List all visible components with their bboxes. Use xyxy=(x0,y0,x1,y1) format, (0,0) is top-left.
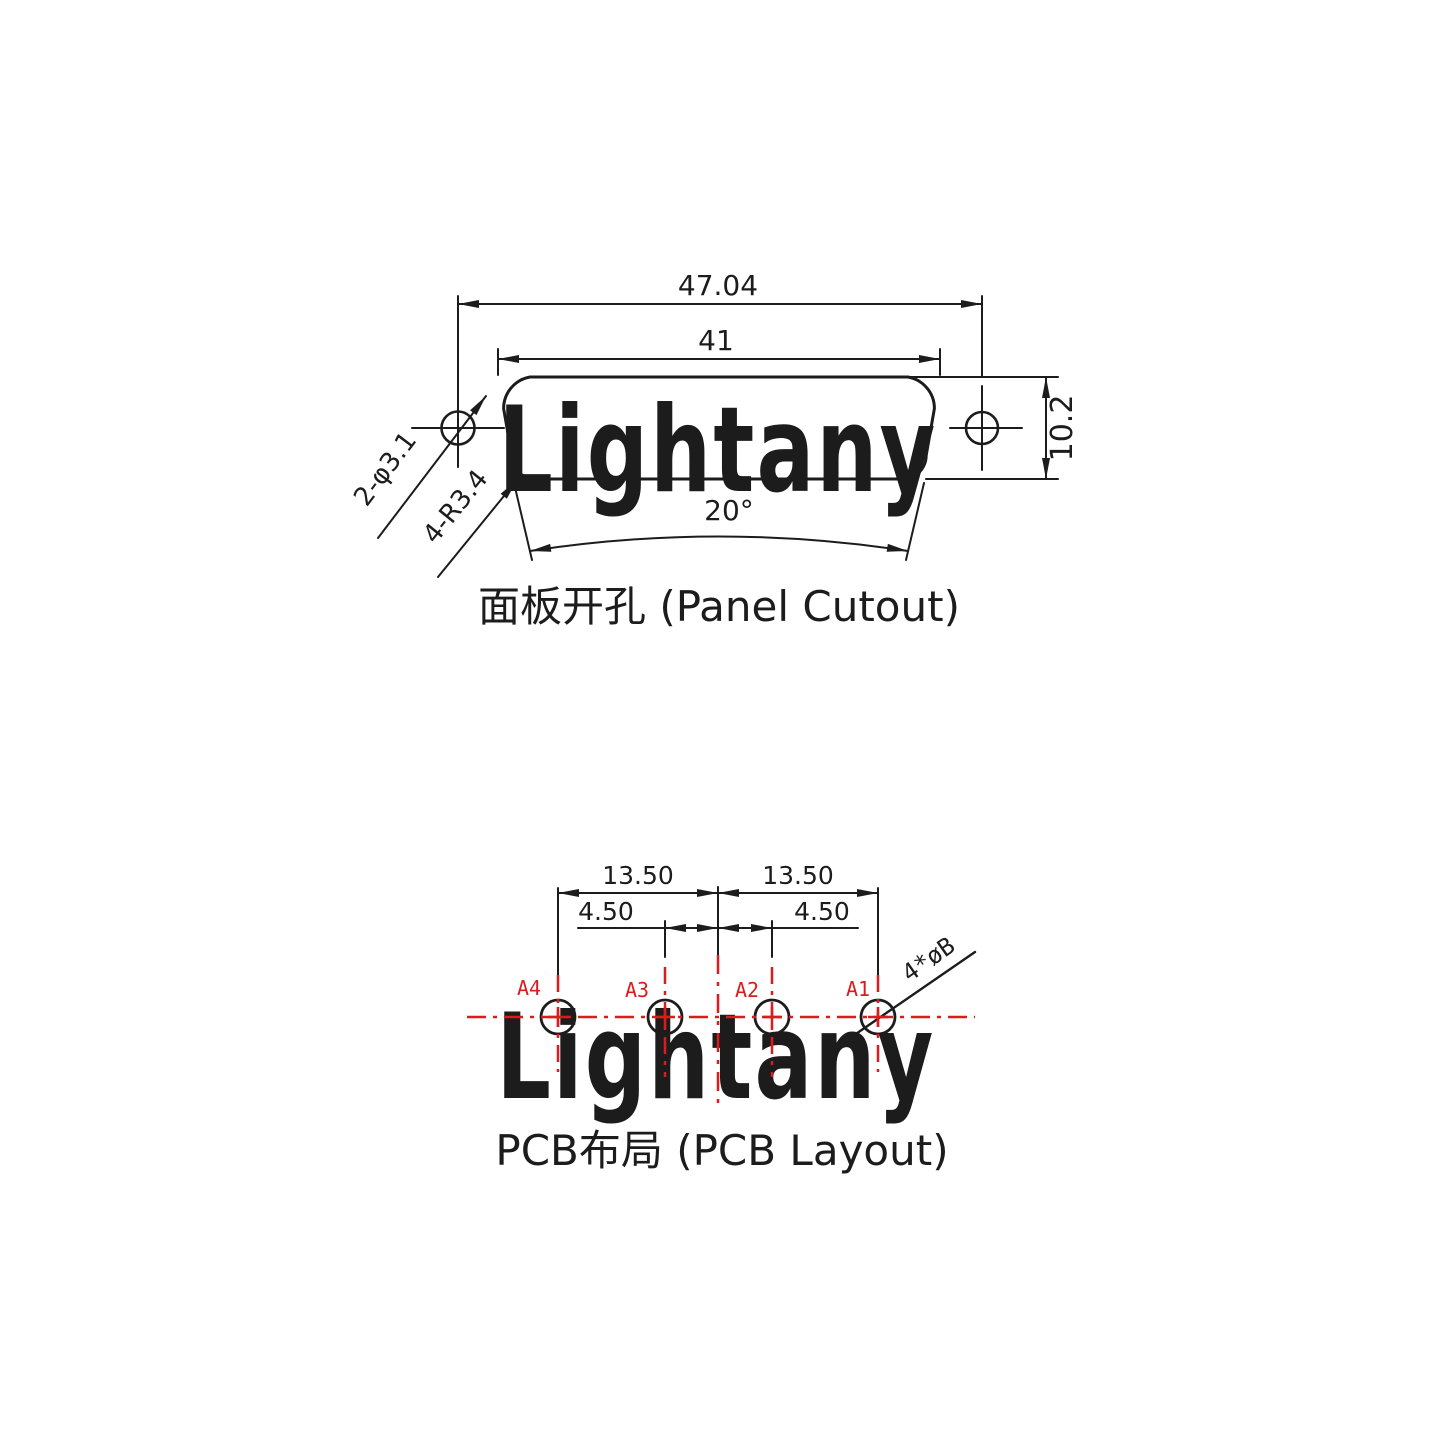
pin-label-a3: A3 xyxy=(625,978,649,1002)
dim-text-angle: 20° xyxy=(704,494,754,527)
pcb-pin-labels: A4 A3 A2 A1 xyxy=(517,976,870,1002)
panel-cutout-view xyxy=(377,295,1059,578)
dim-text-overall-width: 47.04 xyxy=(678,269,758,302)
center-tick-a3 xyxy=(655,1007,675,1027)
dim-text-offset-right: 4.50 xyxy=(794,897,850,926)
label-mount-holes: 2-φ3.1 xyxy=(348,426,423,511)
pin-label-a4: A4 xyxy=(517,976,541,1000)
pcb-layout-caption: PCB布局 (PCB Layout) xyxy=(495,1126,948,1175)
leader-mount-holes xyxy=(377,395,487,539)
leader-hole-diameter xyxy=(848,950,977,1040)
label-corner-radius: 4-R3.4 xyxy=(417,464,494,549)
label-hole-diameter: 4*øB xyxy=(897,931,960,987)
dim-text-cutout-width: 41 xyxy=(698,324,734,357)
center-tick-a1 xyxy=(868,1007,888,1027)
dim-text-pitch-left: 13.50 xyxy=(602,861,674,890)
center-tick-a2 xyxy=(762,1007,782,1027)
dsub-cutout-outline xyxy=(502,375,936,481)
angle-ext-line-right xyxy=(905,482,925,561)
panel-cutout-caption: 面板开孔 (Panel Cutout) xyxy=(478,582,960,631)
angle-arc-20deg xyxy=(529,535,909,552)
watermark-panel: Lightany xyxy=(498,382,937,520)
dim-text-offset-left: 4.50 xyxy=(578,897,634,926)
dim-text-pitch-right: 13.50 xyxy=(762,861,834,890)
pcb-centerlines xyxy=(467,955,975,1107)
watermark-pcb: Lightany xyxy=(496,989,935,1127)
center-tick-a4 xyxy=(548,1007,568,1027)
pin-label-a2: A2 xyxy=(735,978,759,1002)
dim-text-height: 10.2 xyxy=(1045,395,1080,462)
pin-label-a1: A1 xyxy=(846,977,870,1001)
leader-corner-radius xyxy=(437,479,518,578)
angle-ext-line-left xyxy=(513,482,533,561)
